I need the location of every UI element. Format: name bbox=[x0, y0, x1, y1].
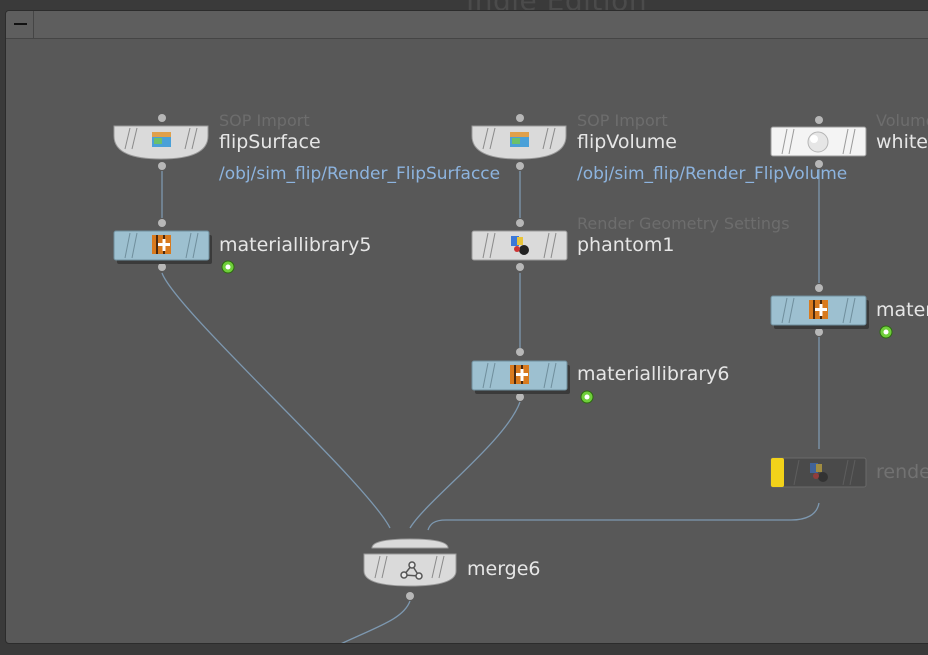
material-box-icon bbox=[152, 235, 171, 254]
node-flipvolume[interactable] bbox=[471, 125, 567, 160]
network-editor-pane[interactable]: SOP Import flipSurface /obj/sim_flip/Ren… bbox=[5, 10, 928, 644]
node-merge6[interactable] bbox=[363, 538, 457, 587]
collapse-pane-button[interactable] bbox=[6, 11, 34, 38]
node-name-render[interactable]: rende bbox=[876, 461, 928, 483]
node-type-phantom1: Render Geometry Settings bbox=[577, 214, 790, 233]
node-whitewater[interactable] bbox=[770, 126, 867, 157]
node-phantom1[interactable] bbox=[471, 230, 568, 261]
material-badge-icon bbox=[879, 325, 893, 339]
node-path-flipsurface: /obj/sim_flip/Render_FlipSurfacce bbox=[219, 164, 501, 184]
node-type-flipsurface: SOP Import bbox=[219, 111, 310, 130]
render-settings-icon bbox=[810, 463, 828, 482]
node-materiallibrary7[interactable] bbox=[770, 295, 869, 329]
wire-merge6-output bbox=[341, 600, 411, 643]
bypass-flag[interactable] bbox=[771, 458, 784, 487]
volume-cloud-icon bbox=[807, 131, 829, 153]
node-name-materiallibrary6[interactable]: materiallibrary6 bbox=[577, 363, 730, 385]
node-render[interactable] bbox=[770, 457, 867, 488]
node-type-whitewater: Volume bbox=[876, 111, 928, 130]
wire-materiallibrary5-to-merge6 bbox=[161, 272, 391, 529]
material-box-icon bbox=[510, 365, 529, 384]
node-materiallibrary6[interactable] bbox=[471, 360, 570, 394]
material-badge-icon bbox=[221, 260, 235, 274]
cube-icon bbox=[152, 132, 171, 147]
node-name-materiallibrary5[interactable]: materiallibrary5 bbox=[219, 234, 372, 256]
render-settings-icon bbox=[511, 236, 529, 255]
node-name-flipsurface[interactable]: flipSurface bbox=[219, 131, 321, 153]
node-name-flipvolume[interactable]: flipVolume bbox=[577, 131, 677, 153]
wire-render-to-merge6 bbox=[427, 502, 820, 531]
node-name-whitewater[interactable]: whitew bbox=[876, 131, 928, 153]
node-path-flipvolume: /obj/sim_flip/Render_FlipVolume bbox=[577, 164, 848, 184]
material-badge-icon bbox=[580, 390, 594, 404]
node-flipsurface[interactable] bbox=[113, 125, 209, 160]
connector-dots bbox=[158, 114, 823, 600]
wire-materiallibrary6-to-merge6 bbox=[409, 401, 521, 529]
material-box-icon bbox=[809, 300, 828, 319]
cube-icon bbox=[510, 132, 529, 147]
node-type-flipvolume: SOP Import bbox=[577, 111, 668, 130]
pane-header bbox=[6, 11, 928, 39]
node-name-materiallibrary7[interactable]: mater bbox=[876, 299, 928, 321]
node-name-merge6[interactable]: merge6 bbox=[467, 558, 541, 580]
merge-icon bbox=[400, 561, 423, 580]
network-canvas[interactable] bbox=[6, 11, 928, 643]
node-materiallibrary5[interactable] bbox=[113, 230, 212, 264]
node-name-phantom1[interactable]: phantom1 bbox=[577, 234, 675, 256]
